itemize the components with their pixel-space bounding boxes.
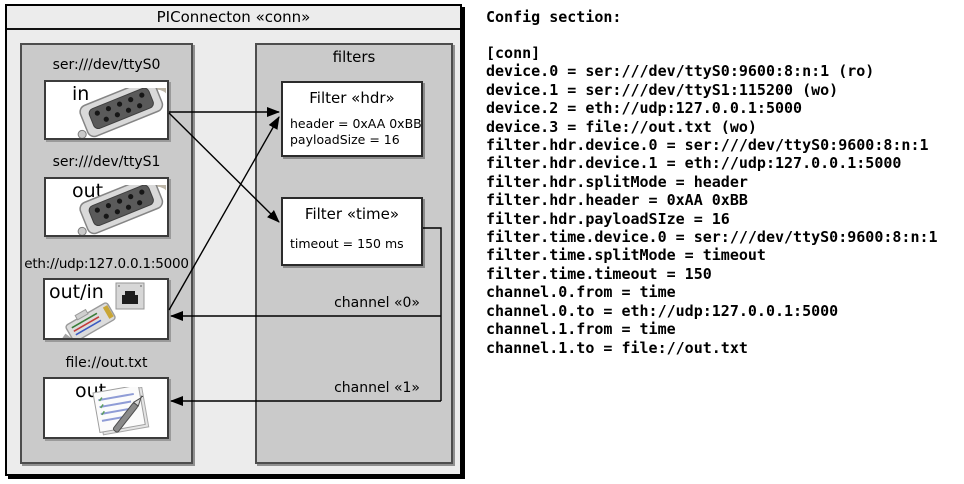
filter-hdr-box: Filter «hdr» header = 0xAA 0xBB payloadS… [281,81,423,157]
device-box-eth: out/in [43,278,169,340]
config-line: [conn] [486,44,541,62]
config-line: filter.time.timeout = 150 [486,264,712,283]
config-line: filter.time.splitMode = timeout [486,246,766,265]
serial-connector-photo [77,88,166,138]
config-line: channel.0.from = time [486,283,676,302]
config-line: device.0 = ser:///dev/ttyS0:9600:8:n:1 (… [486,62,875,81]
device-box-ttys0: in [44,80,169,140]
filter-time-title: Filter «time» [304,205,400,223]
filter-time-timeout-line: timeout = 150 ms [290,236,404,251]
config-line: filter.hdr.splitMode = header [486,172,748,191]
config-line: channel.0.to = eth://udp:127.0.0.1:5000 [486,301,839,320]
device-label-eth: eth://udp:127.0.0.1:5000 [24,256,189,272]
device-direction: out/in [49,281,104,303]
config-line: device.3 = file://out.txt (wo) [486,117,757,136]
device-direction: out [72,180,104,202]
filters-panel-title: filters [332,48,376,66]
config-section: Config section: [conn] device.0 = ser://… [486,8,956,357]
device-box-file: out [43,377,169,439]
device-label-ttys1: ser:///dev/ttyS1 [52,154,161,170]
notepad-icon [92,387,150,436]
device-label-ttys0: ser:///dev/ttyS0 [52,57,161,73]
device-direction: in [72,83,90,105]
filter-hdr-title: Filter «hdr» [309,89,395,107]
channel-1-label: channel «1» [334,380,420,396]
ethernet-jack-icon [115,282,145,310]
filter-hdr-header-line: header = 0xAA 0xBB [290,116,422,131]
config-line: filter.time.device.0 = ser:///dev/ttyS0:… [486,228,938,247]
config-line: filter.hdr.device.1 = eth://udp:127.0.0.… [486,154,902,173]
config-line: device.2 = eth://udp:127.0.0.1:5000 [486,99,803,118]
channel-0-label: channel «0» [334,295,420,311]
config-section-title: Config section: [486,8,622,26]
config-line: filter.hdr.header = 0xAA 0xBB [486,191,748,210]
device-label-file: file://out.txt [65,355,148,371]
filter-hdr-payload-line: payloadSize = 16 [290,132,400,147]
config-line: filter.hdr.payloadSIze = 16 [486,209,730,228]
component-title: PIConnecton «conn» [7,6,460,30]
filter-time-box: Filter «time» timeout = 150 ms [281,197,423,266]
config-line: device.1 = ser:///dev/ttyS1:115200 (wo) [486,80,839,99]
config-line: channel.1.to = file://out.txt [486,338,748,357]
serial-connector-photo [77,185,166,235]
config-line: channel.1.from = time [486,320,676,339]
device-box-ttys1: out [44,177,169,237]
config-line: filter.hdr.device.0 = ser:///dev/ttyS0:9… [486,136,929,155]
ethernet-cable-photo [55,302,116,338]
